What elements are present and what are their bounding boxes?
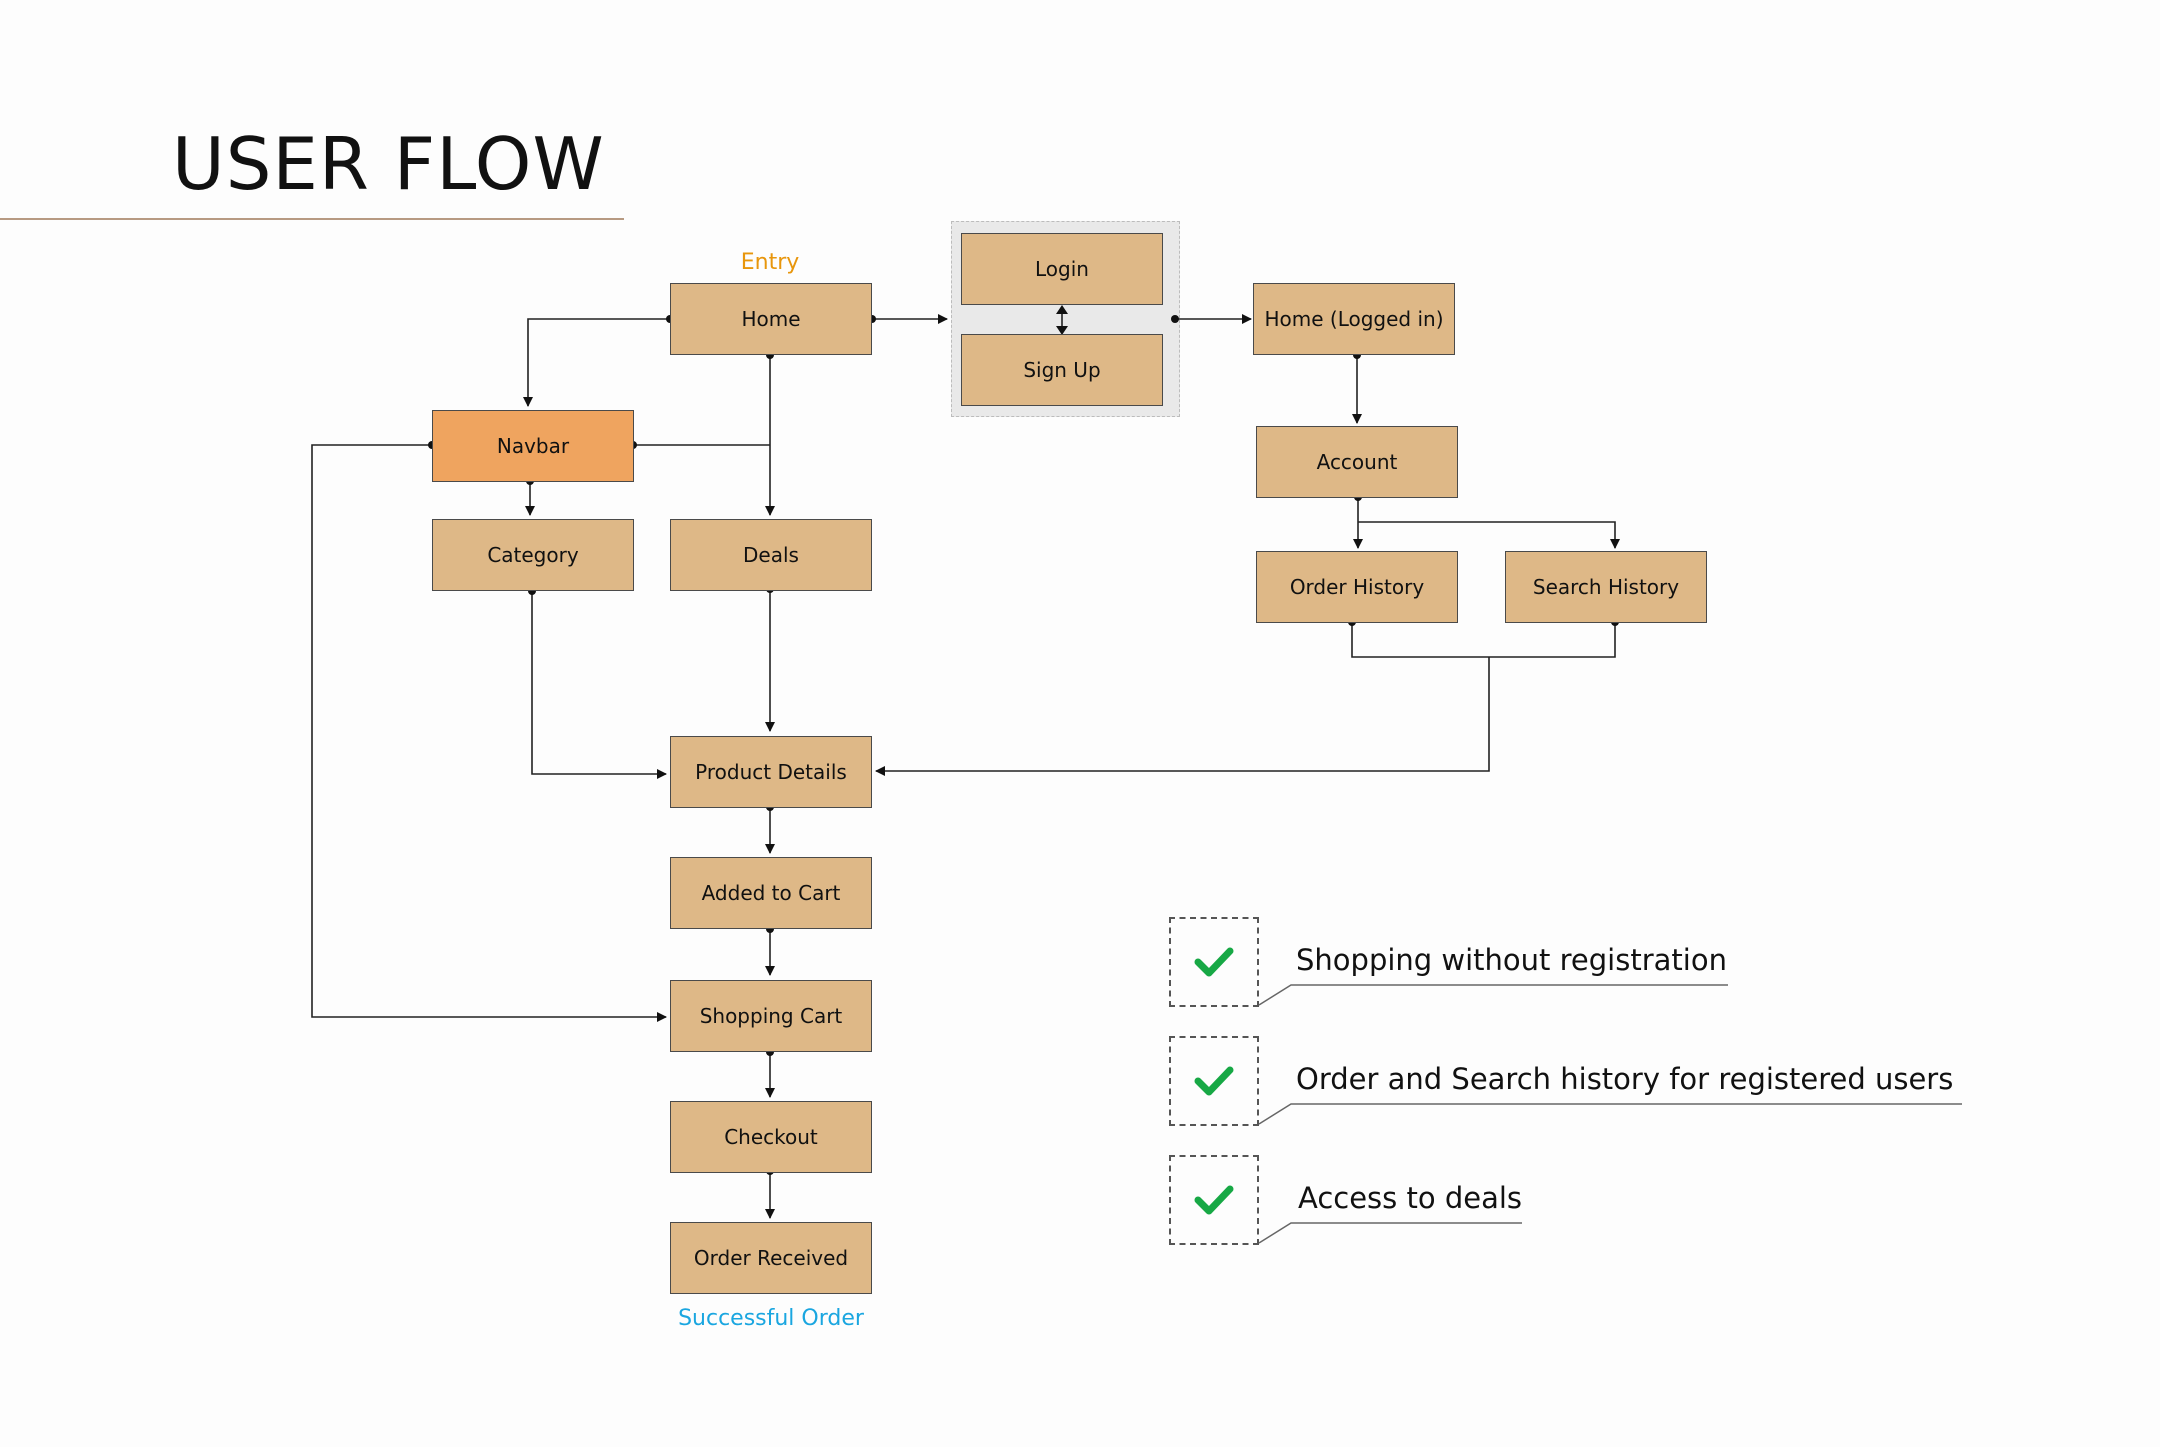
node-home-logged-in[interactable]: Home (Logged in) — [1253, 283, 1455, 355]
benefit-label-2: Order and Search history for registered … — [1296, 1062, 1954, 1096]
node-product-details[interactable]: Product Details — [670, 736, 872, 808]
node-home-logged-in-label: Home (Logged in) — [1264, 307, 1444, 331]
node-shopping-cart-label: Shopping Cart — [699, 1004, 843, 1028]
page-title: USER FLOW — [172, 122, 605, 206]
node-order-received-label: Order Received — [693, 1246, 849, 1270]
node-deals-label: Deals — [743, 543, 799, 567]
check-icon — [1194, 1066, 1234, 1096]
node-order-history-label: Order History — [1289, 575, 1425, 599]
node-sign-up-label: Sign Up — [1023, 358, 1101, 382]
node-product-details-label: Product Details — [695, 760, 847, 784]
check-icon — [1194, 1185, 1234, 1215]
node-sign-up[interactable]: Sign Up — [961, 334, 1163, 406]
success-caption: Successful Order — [678, 1306, 864, 1331]
edge-history-merge — [875, 657, 1490, 776]
benefit-label-3: Access to deals — [1298, 1181, 1523, 1215]
edge-navbar-shopping-cart — [311, 444, 667, 1022]
entry-caption: Entry — [740, 250, 800, 275]
node-login-label: Login — [1035, 257, 1089, 281]
node-added-to-cart-label: Added to Cart — [701, 881, 841, 905]
benefit-checkbox-1 — [1169, 917, 1259, 1007]
node-category[interactable]: Category — [432, 519, 634, 591]
benefit-checkbox-3 — [1169, 1155, 1259, 1245]
node-deals[interactable]: Deals — [670, 519, 872, 591]
node-category-label: Category — [487, 543, 579, 567]
node-home-label: Home — [741, 307, 801, 331]
benefit-label-1: Shopping without registration — [1296, 943, 1727, 977]
node-login[interactable]: Login — [961, 233, 1163, 305]
edge-account-search-history — [1358, 521, 1620, 549]
node-checkout[interactable]: Checkout — [670, 1101, 872, 1173]
node-search-history-label: Search History — [1532, 575, 1680, 599]
login-signup-arrows — [1056, 305, 1068, 335]
benefit-checkbox-2 — [1169, 1036, 1259, 1126]
node-navbar[interactable]: Navbar — [432, 410, 634, 482]
title-underline — [0, 218, 624, 220]
edge-history-product-details — [1351, 622, 1616, 658]
node-checkout-label: Checkout — [724, 1125, 818, 1149]
node-navbar-label: Navbar — [496, 434, 570, 458]
node-order-history[interactable]: Order History — [1256, 551, 1458, 623]
node-home[interactable]: Home — [670, 283, 872, 355]
edge-category-product-details — [531, 591, 667, 779]
node-search-history[interactable]: Search History — [1505, 551, 1707, 623]
node-account-label: Account — [1316, 450, 1398, 474]
node-added-to-cart[interactable]: Added to Cart — [670, 857, 872, 929]
edge-home-navbar — [523, 318, 670, 407]
node-order-received[interactable]: Order Received — [670, 1222, 872, 1294]
check-icon — [1194, 947, 1234, 977]
node-account[interactable]: Account — [1256, 426, 1458, 498]
node-shopping-cart[interactable]: Shopping Cart — [670, 980, 872, 1052]
